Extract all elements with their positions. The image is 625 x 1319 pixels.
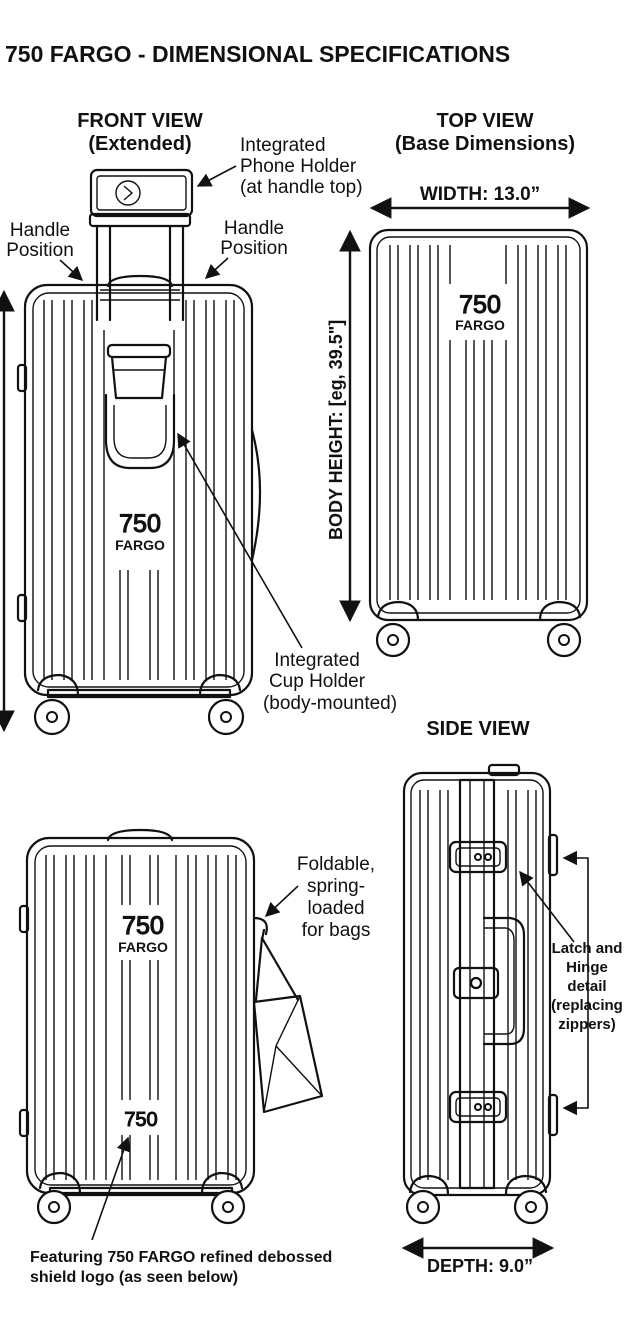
handle-right-line-1: Handle: [224, 218, 284, 239]
handle-left-line-1: Handle: [10, 220, 70, 241]
handle-left-line-2: Position: [6, 240, 74, 261]
front-wheel-left-icon: [33, 673, 80, 736]
handle-right-arrow-icon: [204, 257, 229, 279]
shield-logo-callout: Featuring 750 FARGO refined debossed shi…: [30, 1136, 332, 1286]
front-view-title: FRONT VIEW: [77, 110, 203, 132]
side-wheel-right-icon: [504, 1174, 549, 1225]
cup-holder-line-3: (body-mounted): [263, 693, 397, 714]
top-wheel-left-icon: [375, 600, 420, 658]
back-logo-brand: FARGO: [118, 939, 168, 955]
front-logo-brand: FARGO: [115, 537, 165, 553]
bag-arrow-icon: [264, 885, 299, 917]
small-logo-badge-icon: 750: [118, 1104, 166, 1132]
bag-callout: Foldable, spring- loaded for bags: [264, 854, 375, 941]
latch-line-1: Latch and: [552, 940, 623, 957]
front-logo-number: 750: [119, 510, 161, 538]
back-view-suitcase: 750 FARGO 750: [18, 828, 324, 1225]
bag-hook-icon: [252, 916, 268, 942]
latch-line-5: zippers): [558, 1016, 616, 1033]
cup-holder-callout: Integrated Cup Holder (body-mounted): [263, 650, 397, 714]
top-view-subtitle: (Base Dimensions): [395, 133, 575, 155]
side-view-suitcase: [402, 763, 559, 1225]
top-view-suitcase: 750 FARGO: [368, 228, 589, 658]
latch-bottom-icon: [448, 1090, 508, 1124]
phone-holder-line-1: Integrated: [240, 135, 326, 156]
front-wheel-right-icon: [198, 673, 245, 736]
cup-holder-line-1: Integrated: [274, 650, 360, 671]
small-logo-number: 750: [124, 1109, 157, 1131]
top-logo-badge-icon: 750 FARGO: [452, 287, 506, 335]
top-wheel-right-icon: [538, 600, 582, 658]
telescoping-handle-icon: [88, 212, 192, 322]
handle-right-line-2: Position: [220, 238, 288, 259]
cup-holder-line-2: Cup Holder: [269, 671, 366, 692]
body-height-label: BODY HEIGHT: [eg, 39.5"]: [326, 320, 346, 540]
side-view-title: SIDE VIEW: [426, 718, 529, 740]
top-ribs: [389, 245, 567, 600]
back-wheel-right-icon: [200, 1171, 246, 1225]
side-ribs: [419, 790, 537, 1180]
top-view-title: TOP VIEW: [436, 110, 533, 132]
bag-line-3: loaded: [307, 898, 364, 919]
back-logo-badge-icon: 750 FARGO: [114, 908, 170, 956]
latch-line-4: (replacing: [551, 997, 623, 1014]
handle-left-callout: Handle Position: [6, 220, 84, 281]
handle-right-callout: Handle Position: [204, 218, 288, 279]
latch-callout: Latch and Hinge detail (replacing zipper…: [519, 850, 623, 1116]
latch-line-3: detail: [567, 978, 606, 995]
front-ribs: [43, 300, 235, 680]
shield-logo-line-1: Featuring 750 FARGO refined debossed: [30, 1249, 332, 1266]
side-handle-icon: [452, 916, 526, 1046]
phone-holder-line-3: (at handle top): [240, 177, 363, 198]
latch-top-icon: [448, 840, 508, 874]
cup-holder-arrow-icon: [177, 432, 303, 649]
shield-logo-arrow-icon: [91, 1136, 131, 1241]
front-logo-badge-icon: 750 FARGO: [111, 505, 167, 553]
cup-icon: [104, 343, 176, 470]
back-wheel-left-icon: [36, 1171, 82, 1225]
back-ribs: [45, 855, 237, 1180]
phone-icon: [89, 168, 194, 218]
width-label: WIDTH: 13.0”: [420, 184, 540, 205]
bag-line-4: for bags: [302, 920, 371, 941]
phone-holder-arrow-icon: [196, 165, 237, 187]
side-wheel-left-icon: [405, 1174, 450, 1225]
page-title: 750 FARGO - DIMENSIONAL SPECIFICATIONS: [5, 41, 510, 67]
bag-icon: [252, 936, 324, 1114]
bag-line-1: Foldable,: [297, 854, 375, 875]
latch-arrow-icon: [519, 870, 575, 943]
front-view-subtitle: (Extended): [88, 133, 191, 155]
shield-logo-line-2: shield logo (as seen below): [30, 1269, 238, 1286]
back-logo-number: 750: [122, 912, 164, 940]
latch-bracket-icon: [562, 850, 589, 1116]
depth-label: DEPTH: 9.0”: [427, 1256, 533, 1276]
front-view-suitcase: 750 FARGO: [0, 168, 303, 736]
top-logo-number: 750: [459, 291, 501, 319]
phone-holder-callout: Integrated Phone Holder (at handle top): [196, 135, 363, 198]
latch-line-2: Hinge: [566, 959, 608, 976]
bag-line-2: spring-: [307, 876, 365, 897]
top-logo-brand: FARGO: [455, 317, 505, 333]
phone-holder-line-2: Phone Holder: [240, 156, 357, 177]
handle-left-arrow-icon: [59, 259, 84, 281]
